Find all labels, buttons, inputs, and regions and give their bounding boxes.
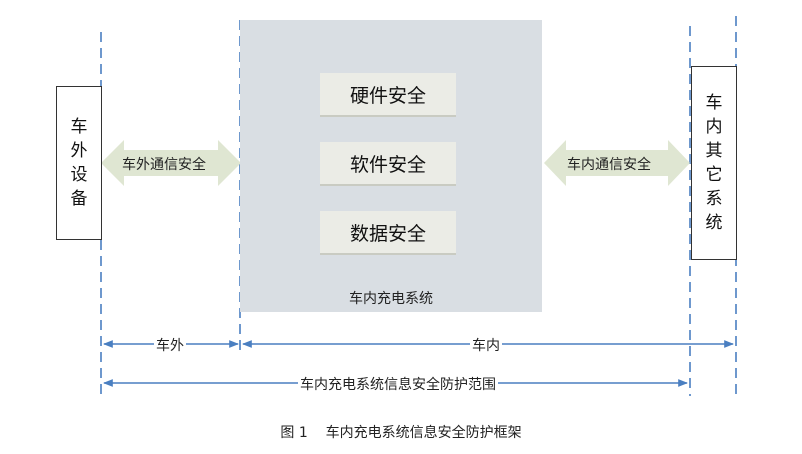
scope-label: 车内充电系统信息安全防护范围	[298, 374, 498, 394]
external-comm-label: 车外通信安全	[122, 157, 206, 173]
internal-other-system-box: 车内其它系统	[691, 66, 737, 260]
module-software-security: 软件安全	[320, 142, 456, 186]
internal-other-system-label: 车内其它系统	[705, 93, 723, 233]
figure-caption: 图 1 车内充电系统信息安全防护框架	[280, 425, 522, 441]
external-device-label: 车外设备	[70, 117, 88, 209]
outside-zone-label: 车外	[154, 335, 186, 355]
internal-comm-label: 车内通信安全	[567, 157, 651, 173]
module-hardware-security: 硬件安全	[320, 73, 456, 117]
external-device-box: 车外设备	[56, 86, 102, 240]
external-comm-arrow	[101, 140, 241, 186]
charging-system-label: 车内充电系统	[349, 291, 433, 307]
internal-comm-arrow	[544, 140, 690, 186]
module-data-security: 数据安全	[320, 211, 456, 255]
inside-zone-label: 车内	[470, 335, 502, 355]
